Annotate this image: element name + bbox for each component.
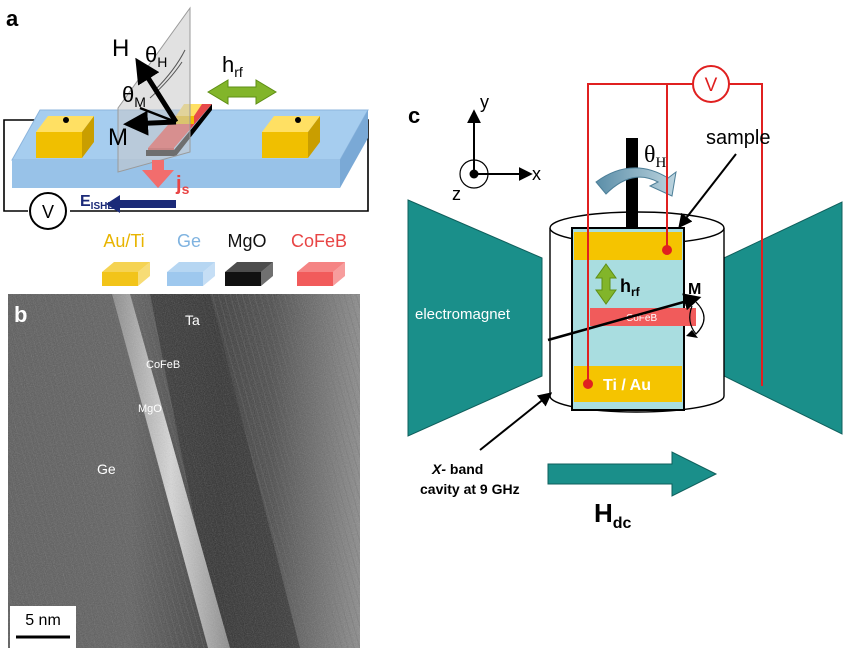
- voltage-wire-right: [729, 83, 763, 386]
- cavity-pointer: [479, 392, 553, 451]
- legend-label-4: CoFeB: [291, 231, 347, 251]
- au-ti-pad-right: [262, 116, 320, 158]
- tem-label-ge: Ge: [97, 461, 116, 477]
- label-Hdc: Hdc: [594, 498, 632, 532]
- tem-label-cofeb: CoFeB: [146, 359, 180, 371]
- contact-top-c: [662, 245, 672, 255]
- hrf-double-arrow: [207, 79, 277, 105]
- axis-z-label: z: [452, 184, 461, 204]
- sample-rod: [626, 138, 638, 230]
- magnetization-arrow: [123, 110, 177, 136]
- axis-y-label: y: [480, 92, 489, 112]
- label-theta-H: θH: [145, 42, 167, 70]
- label-hrf: hrf: [222, 52, 243, 80]
- contact-bottom-c: [583, 379, 593, 389]
- voltage-wire-left: [587, 83, 667, 384]
- label-theta-H-c: θH: [644, 142, 667, 171]
- label-eishe: EISHE: [80, 193, 114, 212]
- tem-label-ta: Ta: [185, 312, 200, 328]
- material-legend: Au/Ti Ge MgO CoFeB: [102, 231, 347, 286]
- ge-slab-side: [340, 110, 368, 188]
- precession-loop: [689, 301, 705, 335]
- coordinate-axes: [459, 109, 533, 189]
- label-theta-M: θM: [122, 82, 146, 110]
- electromagnet-pole-right: [723, 201, 843, 435]
- electromagnet-label: electromagnet: [415, 306, 511, 323]
- legend-swatch-3: [225, 262, 273, 286]
- label-M-c: M: [688, 281, 701, 298]
- cavity-label-line1: X- band: [431, 461, 483, 477]
- cavity-label-line2: cavity at 9 GHz: [420, 481, 520, 497]
- h-field-arrow: [135, 57, 179, 124]
- axis-x-label: x: [532, 164, 541, 184]
- legend-swatch-2: [167, 262, 215, 286]
- panel-a-label: a: [6, 6, 19, 31]
- voltmeter-a-label: V: [42, 202, 54, 222]
- ti-au-label: Ti / Au: [603, 377, 651, 394]
- panel-c-label: c: [408, 103, 420, 128]
- sample-pointer: [678, 153, 737, 229]
- hdc-arrow: [547, 451, 718, 497]
- panel-c: c y x z electromagnet θH C: [407, 65, 843, 532]
- legend-swatch-4: [297, 262, 345, 286]
- legend-label-2: Ge: [177, 231, 201, 251]
- electromagnet-pole-left: [407, 199, 543, 437]
- circuit-wire-left: [3, 119, 60, 212]
- panel-b-label: b: [14, 302, 27, 327]
- contact-dot-left: [63, 117, 69, 123]
- tem-label-mgo: MgO: [138, 403, 162, 415]
- voltmeter-c-label: V: [705, 75, 718, 96]
- sample-label: sample: [706, 127, 770, 149]
- cofeb-label-c: CoFeB: [626, 313, 657, 324]
- scale-bar-box: [10, 606, 76, 648]
- hrf-vertical-arrow: [595, 263, 617, 305]
- au-ti-pad-left: [36, 116, 94, 158]
- legend-swatch-1: [102, 262, 150, 286]
- magnetization-arrow-c: [547, 293, 702, 342]
- label-H: H: [112, 35, 129, 62]
- contact-dot-right: [295, 117, 301, 123]
- label-js: js: [175, 173, 190, 197]
- legend-label-3: MgO: [227, 231, 266, 251]
- ge-slab-front: [12, 160, 340, 188]
- label-hrf-c: hrf: [620, 276, 641, 299]
- scale-bar-label: 5 nm: [25, 612, 61, 629]
- panel-b: b Ta CoFeB MgO Ge 5 nm: [8, 294, 360, 648]
- rotation-arrow: [595, 167, 677, 197]
- voltmeter-a: [29, 192, 67, 230]
- panel-a: a: [3, 6, 369, 286]
- legend-label-1: Au/Ti: [103, 231, 144, 251]
- eishe-arrow: [106, 195, 176, 213]
- label-M: M: [108, 124, 128, 151]
- spin-current-arrow: [142, 160, 174, 188]
- voltmeter-c: [692, 65, 730, 103]
